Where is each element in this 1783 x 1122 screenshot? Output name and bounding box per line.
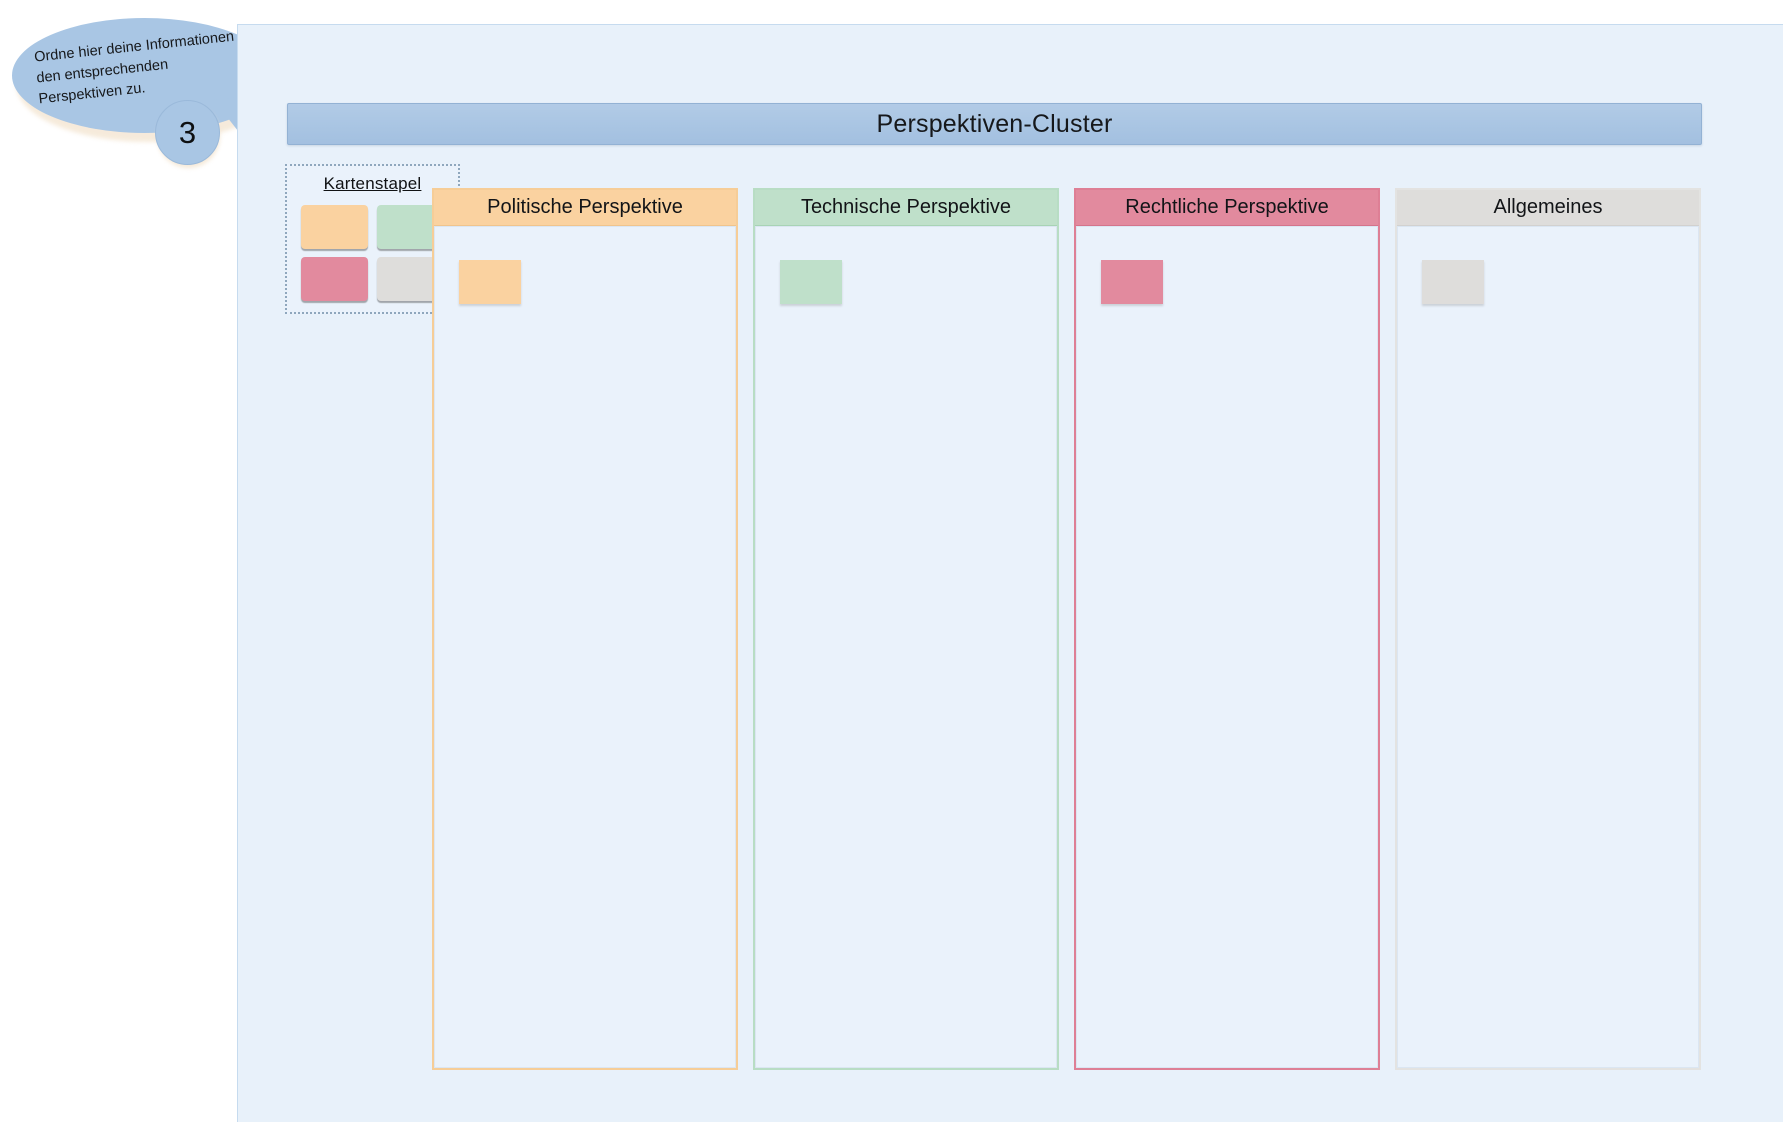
card-politisch-1[interactable] — [459, 260, 521, 304]
column-dropzone-politisch[interactable] — [434, 226, 736, 1068]
board-canvas: Perspektiven-Cluster Kartenstapel Politi… — [237, 24, 1783, 1122]
column-dropzone-technisch[interactable] — [755, 226, 1057, 1068]
card-stack-panel[interactable]: Kartenstapel — [285, 164, 460, 314]
instruction-bubble: Ordne hier deine Informationen den entsp… — [0, 6, 300, 171]
column-dropzone-rechtlich[interactable] — [1076, 226, 1378, 1068]
card-allgemeines-1[interactable] — [1422, 260, 1484, 304]
card-stack-label: Kartenstapel — [323, 174, 422, 193]
step-number-badge: 3 — [155, 100, 220, 165]
card-rechtlich-1[interactable] — [1101, 260, 1163, 304]
stack-card-pink[interactable] — [301, 257, 368, 301]
bubble-ellipse — [12, 18, 277, 133]
column-politische-perspektive[interactable]: Politische Perspektive — [432, 188, 738, 1070]
column-header-allgemeines: Allgemeines — [1397, 190, 1699, 226]
page-title: Perspektiven-Cluster — [876, 109, 1113, 138]
column-title-rechtlich: Rechtliche Perspektive — [1125, 196, 1329, 218]
column-title-politisch: Politische Perspektive — [487, 196, 683, 218]
column-technische-perspektive[interactable]: Technische Perspektive — [753, 188, 1059, 1070]
stack-card-orange[interactable] — [301, 205, 368, 249]
column-header-technisch: Technische Perspektive — [755, 190, 1057, 226]
column-dropzone-allgemeines[interactable] — [1397, 226, 1699, 1068]
column-title-technisch: Technische Perspektive — [800, 196, 1012, 218]
column-title-allgemeines: Allgemeines — [1493, 196, 1603, 218]
column-header-politisch: Politische Perspektive — [434, 190, 736, 226]
column-allgemeines[interactable]: Allgemeines — [1395, 188, 1701, 1070]
column-rechtliche-perspektive[interactable]: Rechtliche Perspektive — [1074, 188, 1380, 1070]
card-technisch-1[interactable] — [780, 260, 842, 304]
board-title-bar: Perspektiven-Cluster — [287, 103, 1702, 145]
column-header-rechtlich: Rechtliche Perspektive — [1076, 190, 1378, 226]
